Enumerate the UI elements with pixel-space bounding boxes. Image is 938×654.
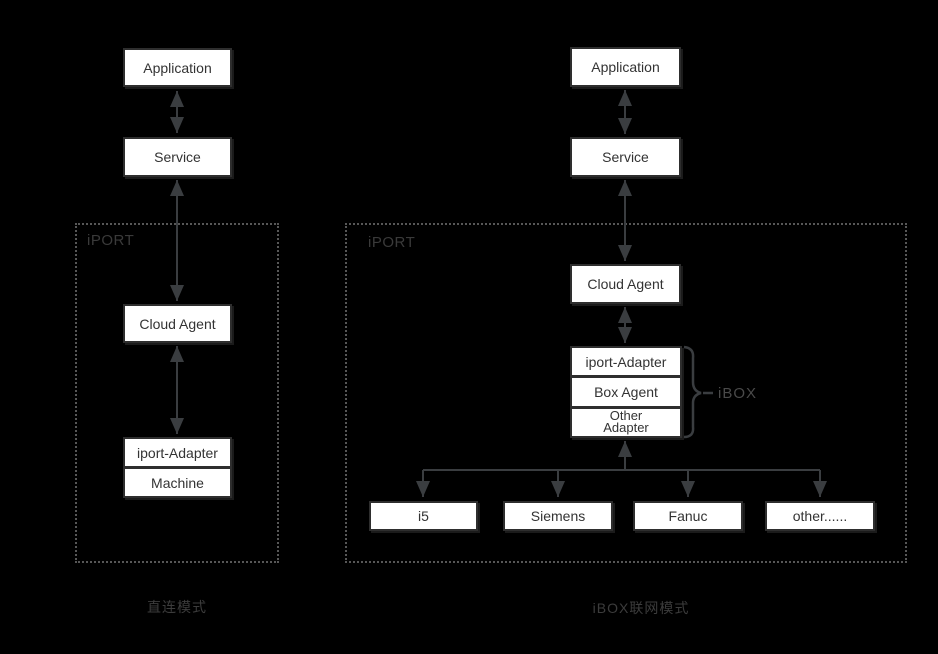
left-application-box: Application: [123, 48, 232, 87]
left-machine-label: Machine: [151, 474, 204, 491]
right-mode-caption: iBOX联网模式: [592, 600, 690, 616]
box-agent-label: Box Agent: [594, 383, 658, 400]
left-service-box: Service: [123, 137, 232, 177]
right-iport-adapter-box: iport-Adapter: [572, 348, 680, 376]
right-cloud-agent-label: Cloud Agent: [587, 276, 664, 292]
machine-i5-box: i5: [369, 501, 478, 531]
other-adapter-label: Other Adapter: [603, 408, 649, 436]
left-application-label: Application: [143, 59, 212, 76]
left-service-label: Service: [154, 149, 201, 165]
machine-other-label: other......: [792, 508, 848, 524]
left-mode-caption: 直连模式: [147, 599, 207, 615]
right-iport-label: iPORT: [368, 234, 416, 251]
right-iport-adapter-label: iport-Adapter: [585, 353, 667, 370]
right-service-box: Service: [570, 137, 681, 177]
left-iport-adapter-label: iport-Adapter: [137, 444, 218, 461]
other-adapter-box: Other Adapter: [572, 408, 680, 436]
machine-other-box: other......: [765, 501, 875, 531]
right-application-box: Application: [570, 47, 681, 87]
machine-i5-label: i5: [418, 508, 429, 524]
box-agent-box: Box Agent: [572, 378, 680, 406]
left-machine-box: Machine: [125, 469, 230, 496]
left-iport-adapter-box: iport-Adapter: [125, 439, 230, 466]
right-application-label: Application: [591, 59, 660, 75]
left-adapter-machine-stack: iport-Adapter Machine: [123, 437, 232, 498]
machine-siemens-label: Siemens: [530, 508, 586, 524]
left-iport-container: [75, 223, 279, 563]
left-cloud-agent-box: Cloud Agent: [123, 304, 232, 343]
machine-fanuc-label: Fanuc: [668, 508, 708, 524]
ibox-stack: iport-Adapter Box Agent Other Adapter: [570, 346, 682, 438]
machine-siemens-box: Siemens: [503, 501, 613, 531]
right-cloud-agent-box: Cloud Agent: [570, 264, 681, 304]
machine-fanuc-box: Fanuc: [633, 501, 743, 531]
left-cloud-agent-label: Cloud Agent: [139, 315, 216, 332]
left-iport-label: iPORT: [87, 232, 135, 249]
right-service-label: Service: [602, 149, 649, 165]
ibox-brace-label: iBOX: [718, 385, 758, 402]
